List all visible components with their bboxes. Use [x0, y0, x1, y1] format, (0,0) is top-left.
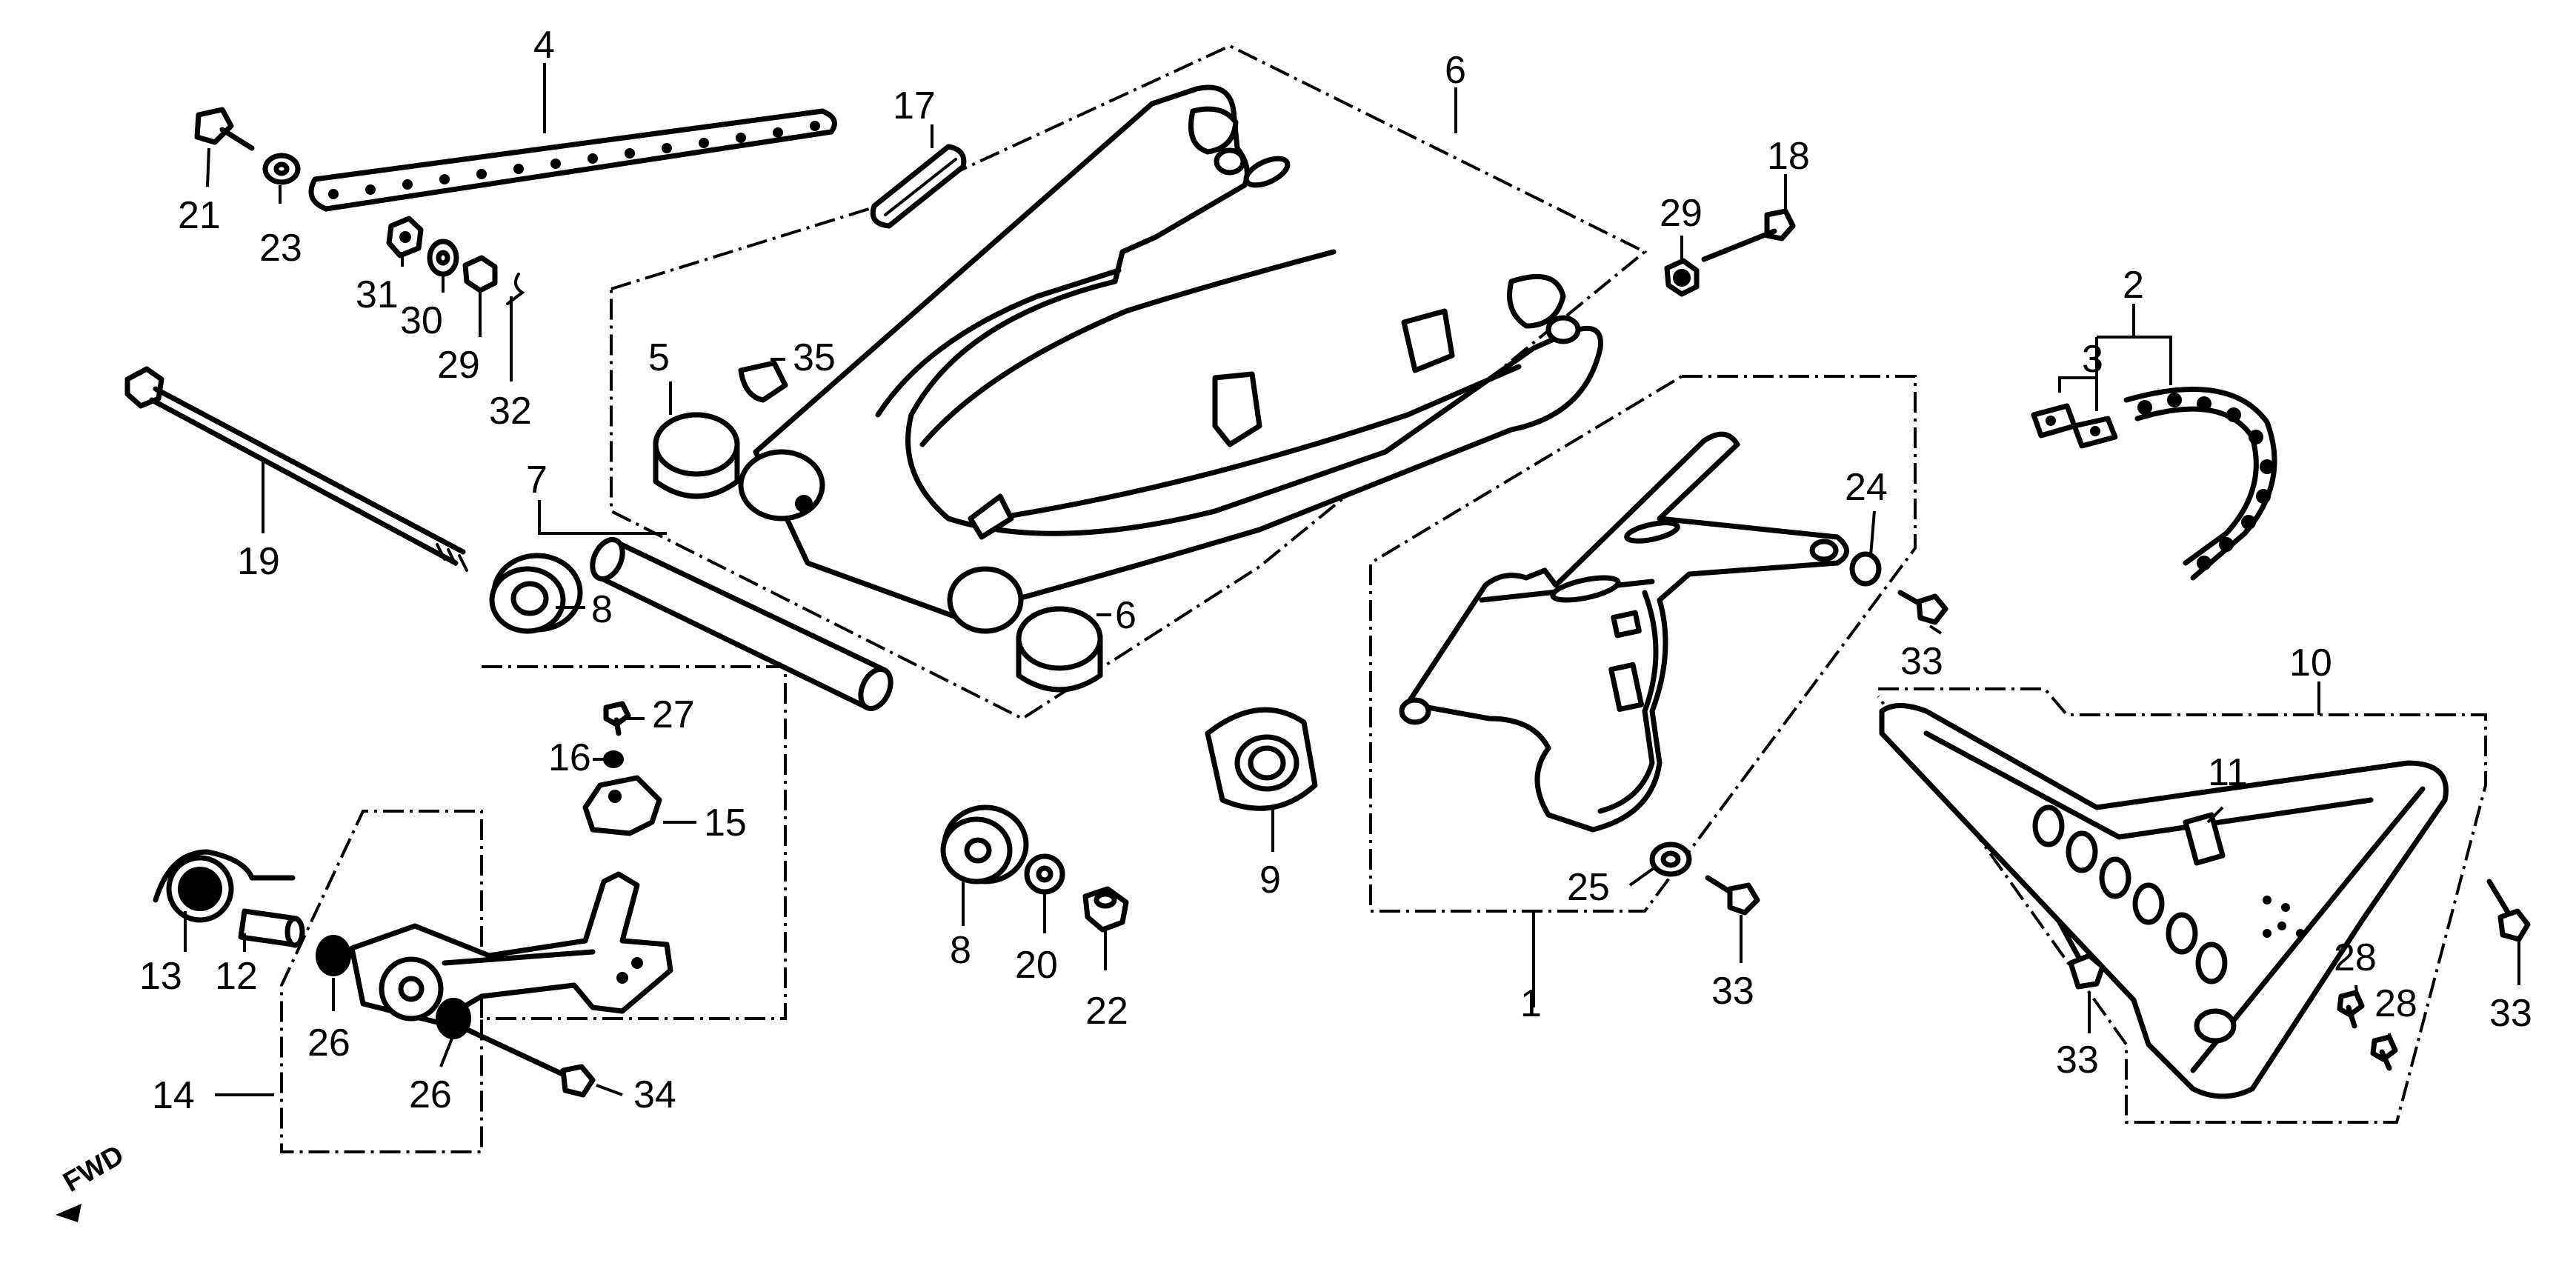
bushing-26b-part [436, 998, 471, 1039]
adjuster-plate-part [308, 108, 837, 212]
chain-case-group-outline [1369, 375, 1917, 913]
bushing-5-part [653, 412, 740, 499]
drive-chain-2-part [2123, 387, 2277, 581]
callout-6-top: 6 [1445, 49, 1466, 92]
callout-29-right: 29 [1660, 192, 1703, 235]
bearing-8b-part [940, 804, 1029, 884]
callout-34: 34 [633, 1073, 676, 1116]
callout-33-b: 33 [1711, 970, 1754, 1013]
switch-15-part [582, 775, 662, 836]
callout-23: 23 [259, 227, 302, 270]
callout-28-a: 28 [2334, 936, 2377, 979]
fwd-label: FWD [59, 1139, 130, 1199]
callout-31: 31 [356, 273, 399, 316]
screw-27-part [603, 701, 631, 736]
callout-13: 13 [139, 955, 182, 998]
chain-slider-17-part [870, 144, 967, 229]
callout-4: 4 [533, 24, 555, 67]
callout-35: 35 [793, 336, 836, 379]
brake-pedal-14-part [349, 871, 673, 1025]
callout-32: 32 [489, 390, 532, 433]
callout-26-right: 26 [409, 1073, 452, 1116]
nut-31-part [386, 216, 424, 259]
bolt-18-part [1701, 208, 1796, 262]
callout-8-right: 8 [950, 929, 971, 972]
chain-guide-10-part [1879, 703, 2449, 1099]
callout-5: 5 [648, 336, 670, 379]
callout-26-left: 26 [307, 1022, 350, 1064]
callout-1: 1 [1520, 982, 1542, 1025]
brake-pedal-group-outline [280, 665, 787, 1153]
callout-16: 16 [548, 736, 591, 779]
spring-13-part [153, 849, 296, 923]
bolt-33d-part [2486, 879, 2531, 942]
bolt-33a-part [1897, 590, 1948, 625]
leader-lines [184, 63, 2520, 1096]
nut-29a-part [462, 255, 498, 293]
bearing-8a-part [489, 553, 583, 634]
callout-17: 17 [893, 84, 936, 127]
callout-21: 21 [178, 194, 221, 237]
callout-9: 9 [1259, 859, 1281, 902]
washer-20-part [1024, 853, 1065, 895]
clip-35-part [738, 360, 788, 403]
collar-25-part [1649, 842, 1692, 877]
chain-roller-9-part [1205, 707, 1318, 811]
callout-2: 2 [2123, 264, 2144, 307]
callout-6-bottom: 6 [1115, 594, 1136, 637]
washer-23-part [262, 153, 301, 185]
callout-29-left: 29 [437, 344, 480, 387]
callout-8-left: 8 [591, 588, 613, 631]
clip-11-part [2183, 812, 2226, 866]
grommet-24-part [1849, 551, 1882, 587]
pivot-collar-7-part [590, 537, 893, 711]
bushing-26a-part [316, 935, 351, 976]
callout-11: 11 [2208, 751, 2248, 794]
fwd-arrow-icon: FWD [56, 1139, 129, 1222]
callout-labels: 4 17 6 18 29 2 3 21 23 31 30 29 32 5 35 … [139, 24, 2532, 1117]
nut-16-part [603, 750, 624, 768]
swingarm-6-part [738, 84, 1603, 634]
master-link-3-part [2031, 403, 2118, 449]
pin-12-part [238, 908, 305, 948]
callout-30: 30 [400, 299, 443, 342]
callout-20: 20 [1015, 944, 1058, 987]
callout-7: 7 [526, 459, 548, 501]
pivot-bolt-19-part [124, 366, 468, 572]
callout-25: 25 [1567, 866, 1610, 909]
callout-28-b: 28 [2374, 982, 2417, 1025]
callout-33-a: 33 [1900, 640, 1943, 683]
bolt-21-part [194, 107, 255, 151]
nut-22-part [1082, 886, 1129, 933]
chain-case-1-part [1399, 431, 1849, 833]
callout-10: 10 [2289, 642, 2332, 684]
callout-14: 14 [152, 1074, 195, 1117]
bushing-6b-part [1016, 606, 1103, 693]
callout-33-d: 33 [2489, 992, 2532, 1035]
callout-15: 15 [704, 802, 747, 844]
bolt-34-part [456, 1023, 596, 1098]
callout-3: 3 [2082, 338, 2103, 381]
callout-18: 18 [1767, 135, 1810, 178]
chain-guide-group-outline [1877, 687, 2487, 1124]
callout-27: 27 [652, 693, 695, 736]
callout-24: 24 [1845, 466, 1888, 509]
callout-22: 22 [1085, 990, 1128, 1033]
callout-33-c: 33 [2056, 1039, 2099, 1082]
callout-19: 19 [237, 540, 280, 583]
cotter-pin-32-part [506, 273, 525, 305]
bolt-33b-part [1705, 875, 1760, 916]
nut-29b-part [1664, 258, 1700, 297]
callout-12: 12 [215, 955, 258, 998]
washer-30-part [427, 239, 459, 277]
